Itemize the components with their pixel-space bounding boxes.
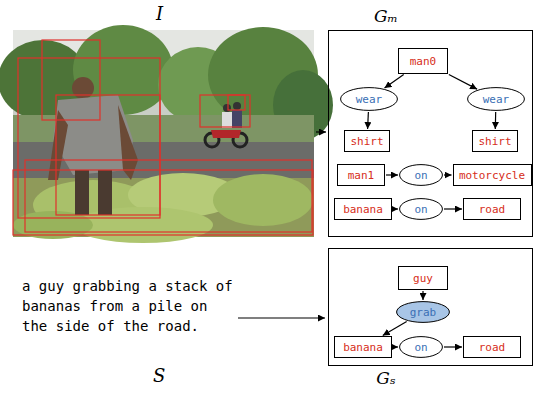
- object-box: man1: [337, 164, 385, 186]
- object-box: road: [463, 336, 521, 358]
- relation-arrow: [367, 112, 369, 129]
- object-box: road: [463, 198, 521, 220]
- relation-arrow: [449, 74, 477, 89]
- node-label: on: [414, 341, 427, 354]
- caption-sentence: a guy grabbing a stack of bananas from a…: [22, 276, 234, 336]
- node-label: man1: [348, 169, 375, 182]
- predicate-ellipse: wear: [340, 87, 398, 111]
- relation-arrow: [444, 208, 462, 209]
- node-label: grab: [410, 306, 437, 319]
- object-box: banana: [334, 198, 392, 220]
- graph-heading: Gₘ: [374, 6, 398, 26]
- flow-arrow: [238, 317, 325, 318]
- predicate-ellipse: grab: [396, 301, 450, 323]
- relation-arrow: [444, 346, 462, 347]
- graph-panel: Gₘman0wearwearshirtshirtman1onmotorcycle…: [328, 30, 533, 237]
- predicate-ellipse: wear: [467, 87, 525, 111]
- graph-panel: Gₛguygrabbananaonroad: [328, 248, 533, 366]
- relation-arrow: [444, 174, 452, 175]
- object-box: motorcycle: [453, 164, 532, 186]
- node-label: shirt: [478, 135, 511, 148]
- object-box: man0: [398, 48, 448, 74]
- relation-arrow: [393, 208, 398, 209]
- node-label: road: [479, 341, 506, 354]
- node-label: wear: [483, 93, 510, 106]
- node-label: banana: [343, 203, 383, 216]
- relation-arrow: [495, 112, 497, 129]
- object-box: banana: [334, 336, 392, 358]
- predicate-ellipse: on: [399, 164, 443, 186]
- node-label: wear: [356, 93, 383, 106]
- node-label: on: [414, 169, 427, 182]
- node-label: motorcycle: [459, 169, 525, 182]
- node-label: shirt: [350, 135, 383, 148]
- node-label: man0: [410, 55, 437, 68]
- predicate-ellipse: on: [399, 336, 443, 358]
- sentence-symbol: S: [153, 366, 165, 386]
- node-label: road: [479, 203, 506, 216]
- image-symbol: I: [156, 4, 163, 24]
- relation-arrow: [386, 174, 398, 175]
- node-label: on: [414, 203, 427, 216]
- object-box: shirt: [472, 130, 518, 152]
- graph-heading: Gₛ: [376, 368, 395, 388]
- predicate-ellipse: on: [399, 198, 443, 220]
- relation-arrow: [393, 346, 398, 347]
- object-box: shirt: [344, 130, 390, 152]
- node-label: guy: [413, 272, 433, 285]
- relation-arrow: [383, 322, 407, 336]
- object-box: guy: [398, 266, 448, 290]
- relation-arrow: [385, 75, 404, 89]
- node-label: banana: [343, 341, 383, 354]
- flow-arrow: [316, 131, 326, 132]
- relation-arrow: [422, 291, 423, 300]
